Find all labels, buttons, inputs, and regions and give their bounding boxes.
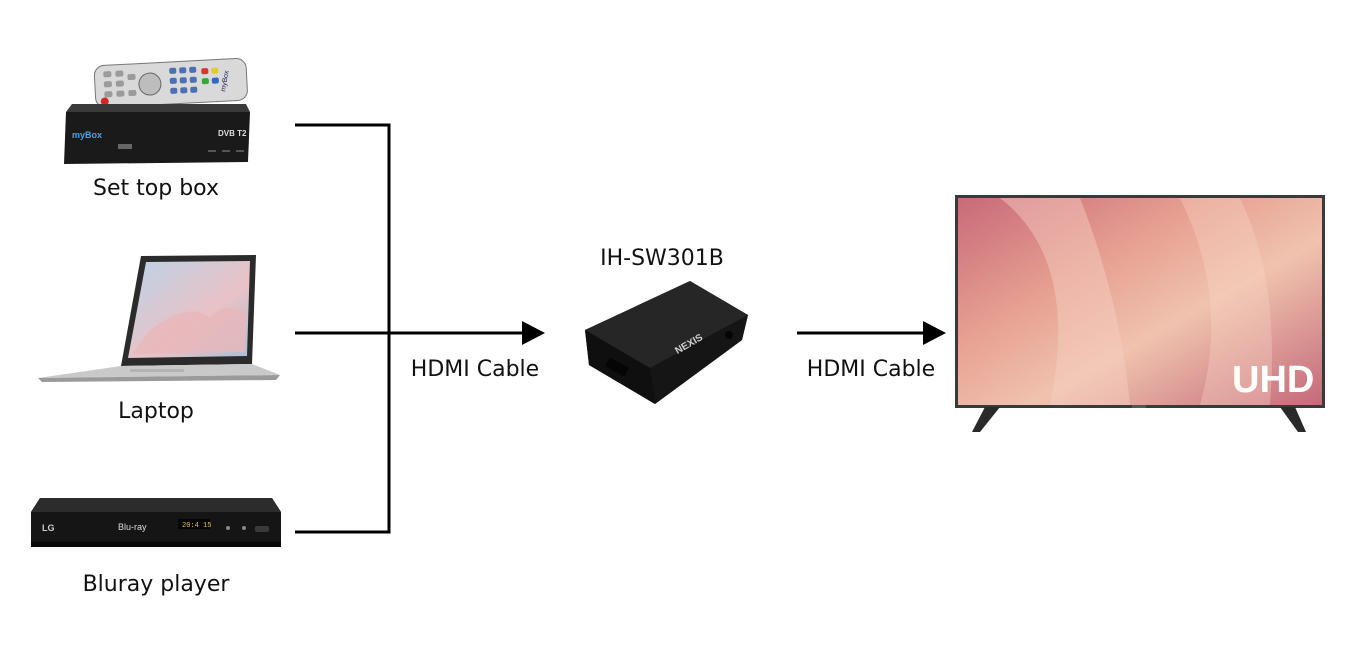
settop-label: Set top box xyxy=(93,176,219,201)
input-cable-label: HDMI Cable xyxy=(410,357,540,382)
switch-model-label: IH-SW301B xyxy=(600,246,724,271)
settop-indicators xyxy=(208,150,244,152)
bluray-display-text: 20:4 15 xyxy=(182,522,211,530)
bluray-label: Bluray player xyxy=(82,572,230,597)
settop-badge-text: DVB T2 xyxy=(218,129,247,138)
output-arrow xyxy=(797,321,946,345)
output-cable-label: HDMI Cable xyxy=(806,357,936,382)
input-bus-lines xyxy=(295,123,391,534)
remote-brand-text: myBox xyxy=(220,70,231,93)
bluray-image: Blu-ray xyxy=(31,498,281,547)
input-arrow-head xyxy=(522,321,545,345)
input-arrow xyxy=(389,321,545,345)
tv-image xyxy=(955,195,1325,432)
settop-brand-text: myBox xyxy=(72,130,102,140)
remote-control xyxy=(93,58,248,108)
bluray-brand-text: LG xyxy=(42,523,55,533)
tv-badge-text: UHD xyxy=(1232,359,1314,401)
hdmi-switch-image xyxy=(585,281,748,404)
svg-text:Blu-ray: Blu-ray xyxy=(118,522,147,532)
output-arrow-head xyxy=(923,321,946,345)
laptop-image xyxy=(38,255,280,382)
settop-box-image xyxy=(64,58,250,164)
laptop-label: Laptop xyxy=(118,399,194,424)
